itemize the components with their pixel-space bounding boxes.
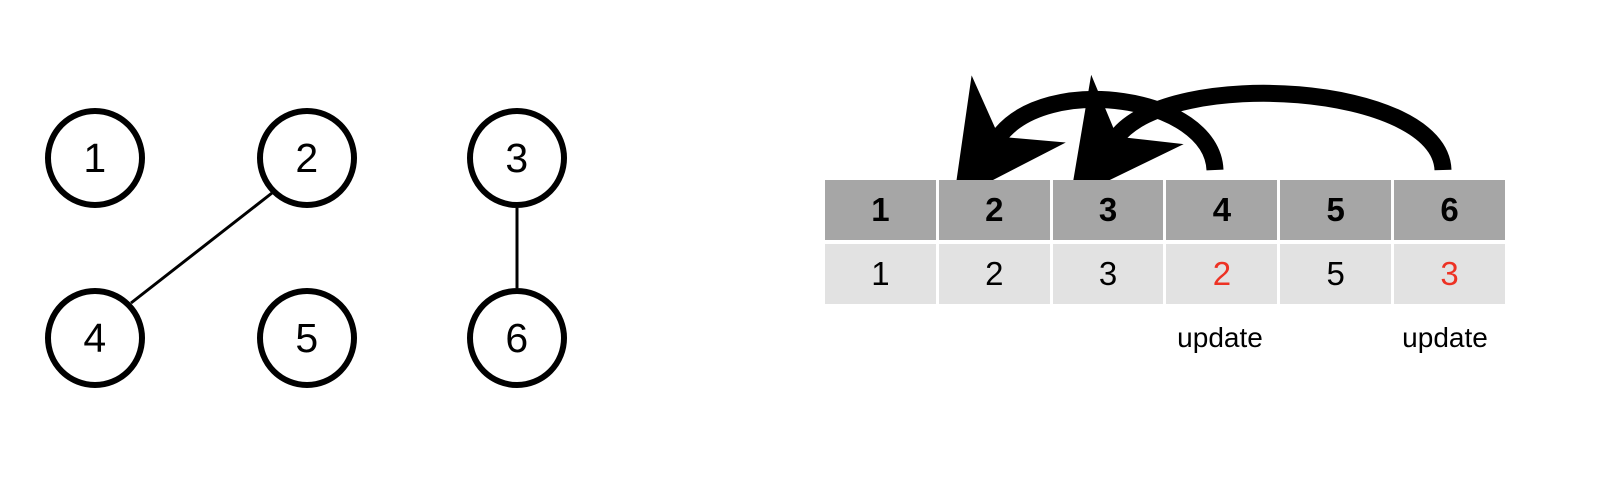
- index-cell-2[interactable]: 2: [938, 180, 1050, 240]
- graph-node-3-label: 3: [505, 134, 529, 181]
- graph-node-3[interactable]: 3: [467, 108, 567, 208]
- parent-cell-3[interactable]: 3: [1052, 244, 1164, 304]
- index-cell-4[interactable]: 4: [1166, 180, 1278, 240]
- graph-node-2-label: 2: [295, 134, 319, 181]
- parent-cell-4[interactable]: 2: [1166, 244, 1278, 304]
- graph-node-5-label: 5: [295, 314, 319, 361]
- index-cell-1[interactable]: 1: [825, 180, 936, 240]
- parent-cell-2[interactable]: 2: [938, 244, 1050, 304]
- index-cell-5[interactable]: 5: [1280, 180, 1392, 240]
- update-label-col6: update: [1402, 322, 1488, 353]
- parent-array-table: 1 2 3 4 5 6 1 2 3 2 5 3: [825, 180, 1505, 304]
- graph-node-6-label: 6: [505, 314, 529, 361]
- index-cell-3[interactable]: 3: [1052, 180, 1164, 240]
- parent-cell-5[interactable]: 5: [1280, 244, 1392, 304]
- parent-cell-1[interactable]: 1: [825, 244, 936, 304]
- graph-edges-svg: [130, 191, 519, 305]
- update-label-col4: update: [1177, 322, 1263, 353]
- graph-node-1[interactable]: 1: [45, 108, 145, 208]
- arrow-col6-to-col3: [1069, 74, 1452, 200]
- graph-node-2[interactable]: 2: [257, 108, 357, 208]
- graph-node-4-label: 4: [83, 314, 107, 361]
- graph-node-4[interactable]: 4: [45, 288, 145, 388]
- parent-array-grid: 1 2 3 4 5 6 1 2 3 2 5 3: [822, 176, 1508, 308]
- graph-node-6[interactable]: 6: [467, 288, 567, 388]
- arrow-col4-to-col2: [953, 75, 1224, 200]
- table-value-row: 1 2 3 2 5 3: [825, 244, 1505, 304]
- graph-node-5[interactable]: 5: [257, 288, 357, 388]
- index-cell-6[interactable]: 6: [1394, 180, 1505, 240]
- parent-cell-6[interactable]: 3: [1394, 244, 1505, 304]
- graph-panel: 1 2 3 4 5 6: [0, 0, 700, 502]
- table-header-row: 1 2 3 4 5 6: [825, 180, 1505, 240]
- graph-node-1-label: 1: [83, 134, 107, 181]
- edge-4-2: [130, 191, 273, 305]
